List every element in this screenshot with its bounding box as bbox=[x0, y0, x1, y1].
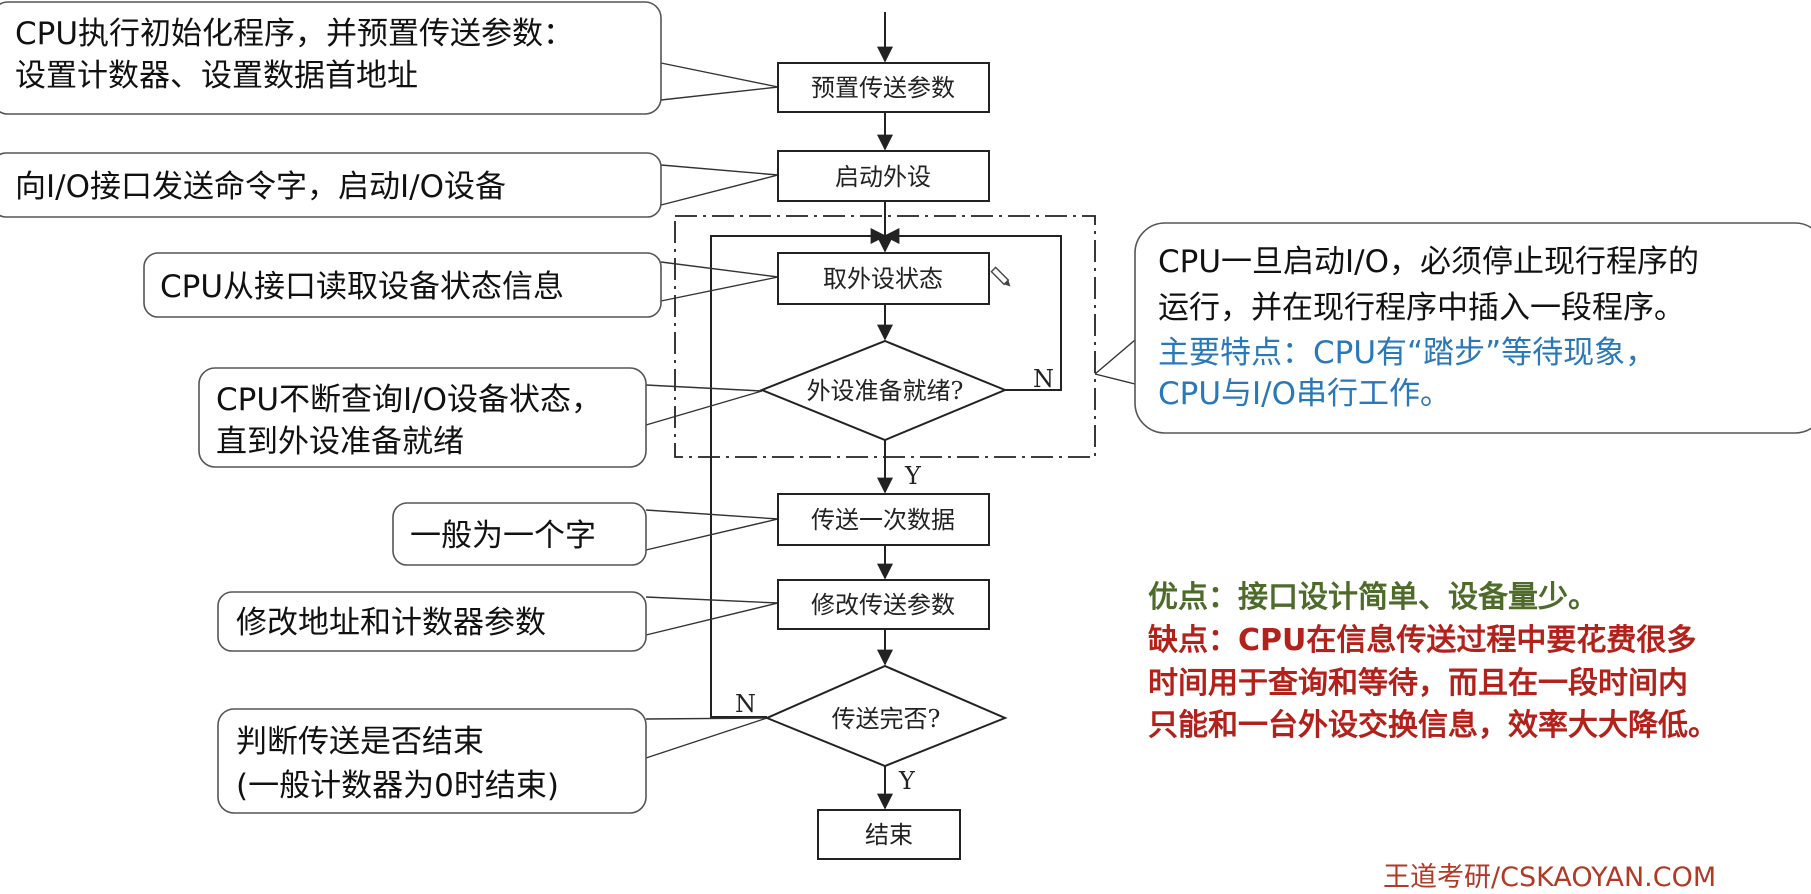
callout-read-status: CPU从接口读取设备状态信息 bbox=[143, 252, 662, 318]
branch-label-n2: N bbox=[735, 690, 756, 718]
flow-box-label: 传送一次数据 bbox=[811, 506, 955, 534]
decision-label: 外设准备就绪? bbox=[807, 377, 964, 405]
callout-send-cmd: 向I/O接口发送命令字，启动I/O设备 bbox=[0, 152, 662, 218]
flow-box-modify-params: 修改传送参数 bbox=[777, 579, 990, 630]
flow-box-label: 预置传送参数 bbox=[811, 74, 955, 102]
callout-line: 设置计数器、设置数据首地址 bbox=[15, 58, 418, 94]
callout-line: 判断传送是否结束 bbox=[236, 724, 484, 760]
flow-connectors bbox=[710, 12, 1062, 810]
callout-one-word: 一般为一个字 bbox=[392, 502, 647, 566]
callout-line: 直到外设准备就绪 bbox=[216, 424, 464, 460]
callout-line: (一般计数器为0时结束) bbox=[236, 768, 559, 804]
advantage-note: 优点：接口设计简单、设备量少。 bbox=[1148, 580, 1598, 615]
flow-box-label: 修改传送参数 bbox=[811, 591, 955, 619]
disadvantage-note-line: 时间用于查询和等待，而且在一段时间内 bbox=[1148, 666, 1688, 701]
callout-line: 运行，并在现行程序中插入一段程序。 bbox=[1158, 290, 1685, 326]
callout-line: CPU一旦启动I/O，必须停止现行程序的 bbox=[1158, 244, 1699, 280]
watermark: 王道考研/CSKAOYAN.COM bbox=[1383, 862, 1716, 893]
decision-label: 传送完否? bbox=[832, 705, 941, 733]
flow-box-label: 取外设状态 bbox=[823, 265, 943, 293]
flow-box-get-status: 取外设状态 bbox=[777, 252, 990, 305]
branch-label-y1: Y bbox=[904, 462, 922, 490]
callout-line: CPU执行初始化程序，并预置传送参数： bbox=[15, 16, 574, 52]
flow-box-preset-params: 预置传送参数 bbox=[777, 62, 990, 113]
callout-line: CPU不断查询I/O设备状态， bbox=[216, 382, 602, 418]
callout-judge: 判断传送是否结束 (一般计数器为0时结束) bbox=[217, 708, 647, 814]
flow-box-label: 结束 bbox=[865, 821, 913, 849]
callout-init: CPU执行初始化程序，并预置传送参数： 设置计数器、设置数据首地址 bbox=[0, 1, 662, 115]
flow-box-start-device: 启动外设 bbox=[777, 150, 990, 202]
callout-line-highlight: CPU与I/O串行工作。 bbox=[1158, 376, 1451, 412]
disadvantage-note-line: 只能和一台外设交换信息，效率大大降低。 bbox=[1148, 708, 1718, 743]
callout-modify: 修改地址和计数器参数 bbox=[217, 591, 647, 652]
flow-box-end: 结束 bbox=[817, 809, 961, 860]
flow-box-label: 启动外设 bbox=[835, 163, 931, 191]
flow-box-transfer-once: 传送一次数据 bbox=[777, 493, 990, 546]
flow-decision-transfer-done: 传送完否? bbox=[764, 664, 1008, 768]
branch-label-n1: N bbox=[1033, 365, 1054, 393]
callout-line: 一般为一个字 bbox=[410, 518, 596, 554]
pencil-icon bbox=[990, 266, 1011, 287]
callout-poll: CPU不断查询I/O设备状态， 直到外设准备就绪 bbox=[198, 367, 647, 468]
callout-line: 向I/O接口发送命令字，启动I/O设备 bbox=[15, 169, 506, 205]
callout-leaders bbox=[645, 62, 1136, 759]
disadvantage-note-line: 缺点：CPU在信息传送过程中要花费很多 bbox=[1148, 623, 1696, 658]
callout-line: 修改地址和计数器参数 bbox=[236, 605, 546, 641]
flow-decision-device-ready: 外设准备就绪? bbox=[759, 339, 1008, 442]
callout-line-highlight: 主要特点：CPU有“踏步”等待现象， bbox=[1158, 335, 1656, 371]
callout-line: CPU从接口读取设备状态信息 bbox=[160, 269, 564, 305]
callout-cpu-note: CPU一旦启动I/O，必须停止现行程序的 运行，并在现行程序中插入一段程序。 主… bbox=[1134, 222, 1811, 434]
branch-label-y2: Y bbox=[898, 767, 916, 795]
